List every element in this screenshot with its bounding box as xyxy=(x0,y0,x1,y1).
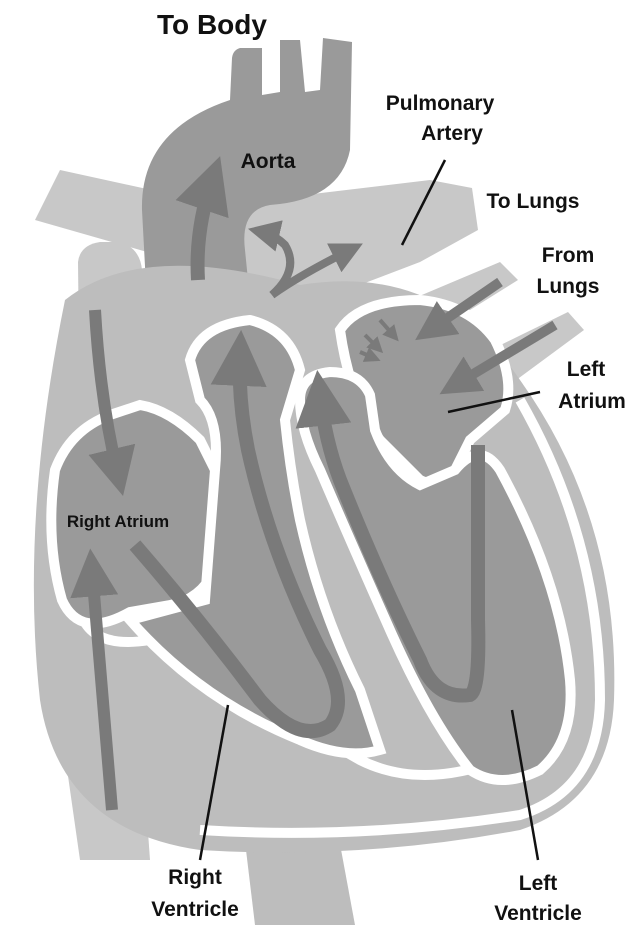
label-pulmonary-1: Pulmonary xyxy=(386,92,495,115)
label-left-atrium-2: Atrium xyxy=(558,390,626,413)
label-left-ventricle-1: Left xyxy=(519,872,558,895)
label-to-lungs: To Lungs xyxy=(487,190,580,213)
label-from-lungs-2: Lungs xyxy=(537,275,600,298)
label-from-lungs-1: From xyxy=(542,244,595,267)
label-left-ventricle-2: Ventricle xyxy=(494,902,582,925)
label-left-atrium-1: Left xyxy=(567,358,606,381)
label-right-atrium: Right Atrium xyxy=(67,512,169,531)
label-aorta: Aorta xyxy=(241,150,296,173)
label-right-ventricle-1: Right xyxy=(168,866,222,889)
label-right-ventricle-2: Ventricle xyxy=(151,898,239,921)
label-to-body: To Body xyxy=(157,9,267,40)
label-pulmonary-2: Artery xyxy=(421,122,483,145)
